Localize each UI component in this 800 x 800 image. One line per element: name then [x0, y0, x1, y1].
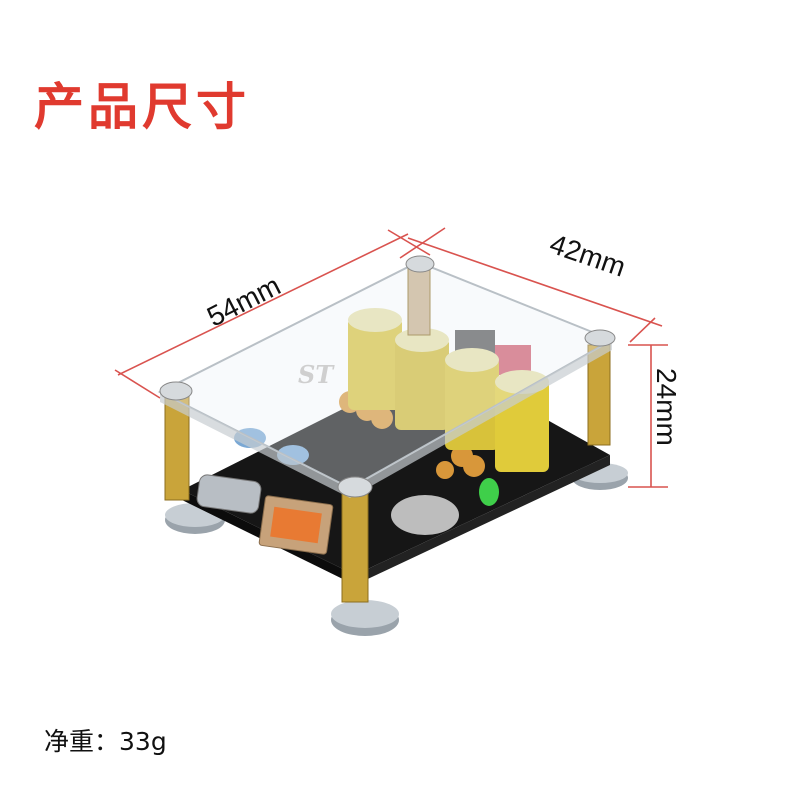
dimension-height-label: 24mm	[651, 368, 682, 446]
net-weight-label: 净重：	[44, 727, 120, 756]
usb-c-port	[196, 474, 262, 514]
brass-standoffs	[164, 264, 611, 603]
screws	[159, 255, 616, 498]
net-weight-value: 33g	[119, 727, 167, 756]
watermark: ST	[298, 360, 334, 389]
net-weight: 净重：33g	[44, 722, 167, 758]
page-title: 产品尺寸	[34, 78, 250, 136]
dimension-lines	[114, 227, 668, 488]
